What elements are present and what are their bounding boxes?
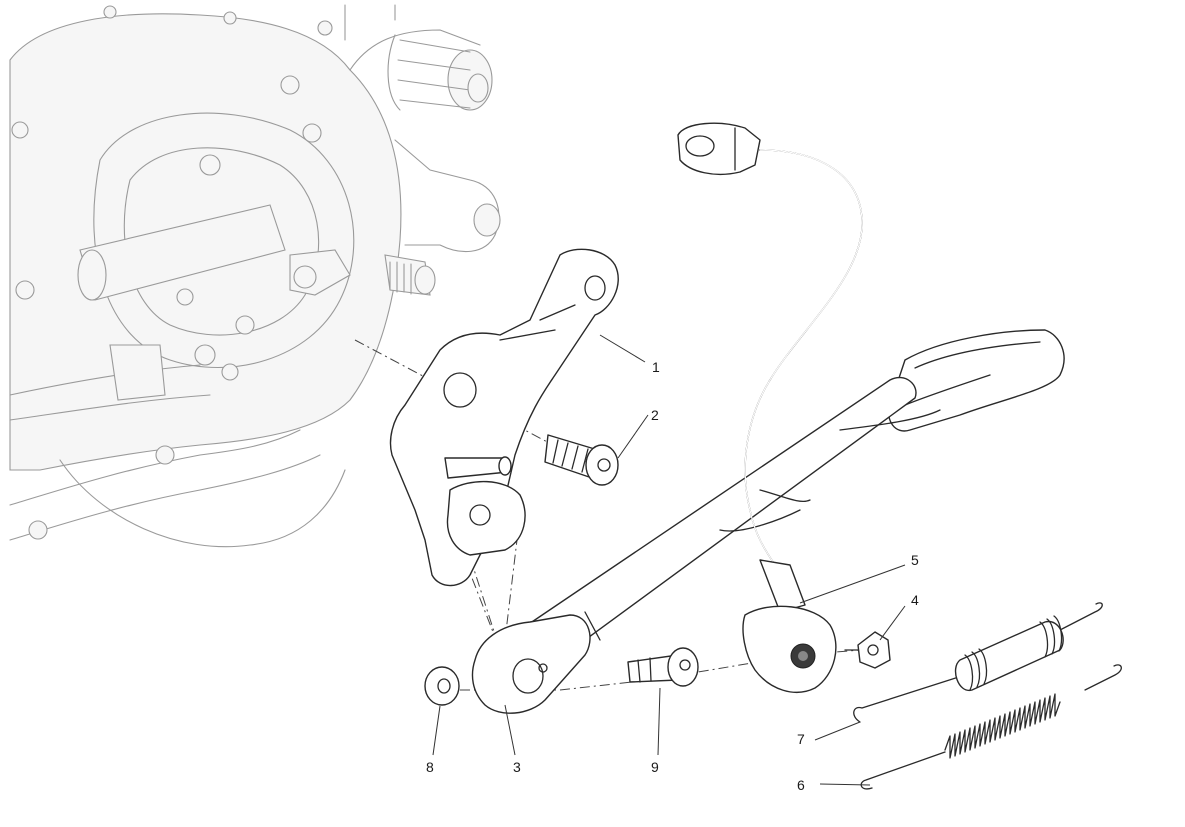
callout-2: 2 bbox=[651, 407, 659, 423]
callout-6: 6 bbox=[797, 777, 805, 793]
callout-4: 4 bbox=[911, 592, 919, 608]
callout-numbers: 1 2 3 4 5 6 7 8 9 bbox=[426, 359, 919, 793]
bracket-plate bbox=[446, 480, 526, 556]
callout-8: 8 bbox=[426, 759, 434, 775]
side-stand-sensor bbox=[677, 122, 863, 693]
spring-long-6 bbox=[860, 664, 1122, 790]
dowel-pin bbox=[444, 456, 512, 479]
splined-shaft-top bbox=[349, 29, 493, 111]
callout-3: 3 bbox=[513, 759, 521, 775]
callout-7: 7 bbox=[797, 731, 805, 747]
leader-lines bbox=[432, 334, 906, 786]
splined-stud bbox=[384, 254, 436, 296]
callout-5: 5 bbox=[911, 552, 919, 568]
callout-9: 9 bbox=[651, 759, 659, 775]
shoulder-bolt-9 bbox=[627, 647, 699, 687]
washer-8 bbox=[424, 666, 460, 706]
side-stand-bracket bbox=[389, 248, 619, 587]
bolt-2 bbox=[544, 434, 619, 486]
nut-4 bbox=[844, 631, 891, 669]
spring-short-7 bbox=[853, 602, 1103, 723]
callout-1: 1 bbox=[652, 359, 660, 375]
side-stand-leg bbox=[471, 329, 1065, 714]
engine-case-drawing bbox=[9, 4, 501, 548]
